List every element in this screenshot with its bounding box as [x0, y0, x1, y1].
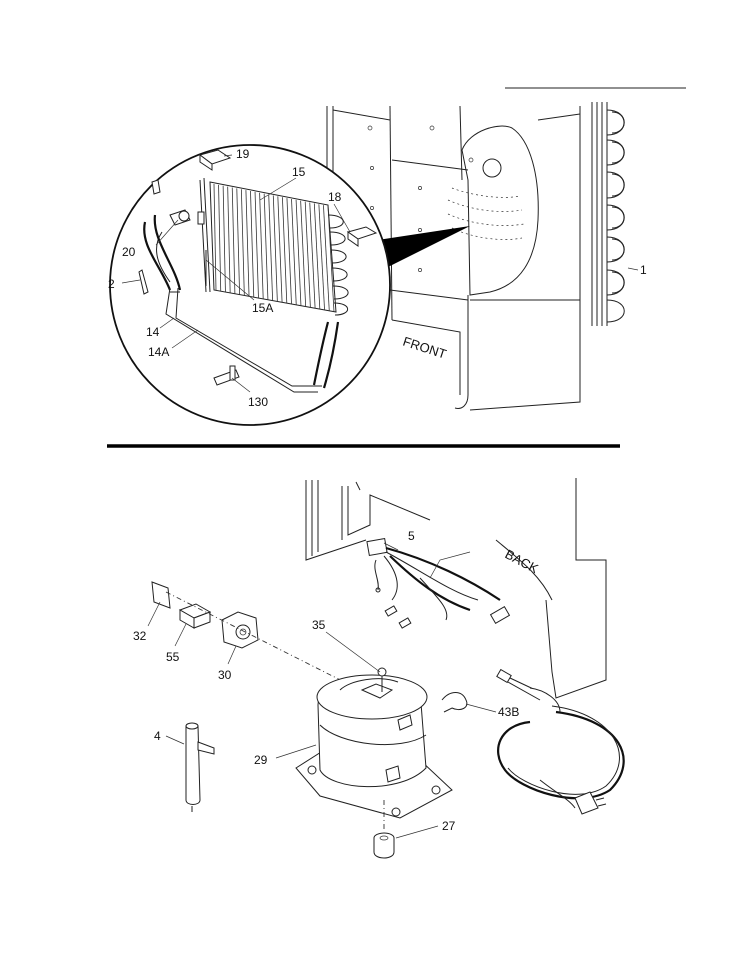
evaporator-fin — [304, 201, 311, 308]
evaporator-fin — [286, 198, 292, 305]
evaporator-fin — [327, 205, 335, 313]
part-55-relay — [178, 603, 212, 629]
front-label: FRONT — [401, 334, 448, 362]
callout-4: 4 — [154, 729, 161, 743]
callout-35: 35 — [312, 618, 326, 632]
back-label: BACK — [503, 546, 542, 576]
cabinet-back — [305, 478, 607, 699]
callout-2: 2 — [108, 277, 115, 291]
part-30-overload — [221, 611, 259, 649]
refrigerator-cabinet — [326, 105, 581, 411]
evaporator-fin — [282, 197, 288, 304]
evaporator-fin — [240, 189, 245, 296]
callout-18: 18 — [328, 190, 342, 204]
evaporator — [143, 177, 349, 389]
part-32-bracket — [151, 581, 171, 609]
callout-19: 19 — [236, 147, 250, 161]
evaporator-fin — [236, 188, 240, 295]
evaporator-fin — [222, 185, 226, 292]
evaporator-fin — [218, 184, 222, 291]
evaporator-fin — [231, 187, 236, 294]
callout-32: 32 — [133, 629, 147, 643]
part-43b-clamp — [441, 692, 468, 713]
evaporator-fin — [295, 199, 302, 306]
evaporator-fin — [272, 195, 278, 302]
callout-15: 15 — [292, 165, 306, 179]
callout-14a: 14A — [148, 345, 169, 359]
callout-43b: 43B — [498, 705, 519, 719]
leader-lines-bottom — [147, 542, 497, 839]
part-4-drier — [185, 722, 215, 812]
callout-55: 55 — [166, 650, 180, 664]
evaporator-fin — [254, 191, 259, 298]
callout-5: 5 — [408, 529, 415, 543]
bottom-section: 5 BACK 32 55 30 35 4 29 43B 27 — [133, 478, 625, 859]
evaporator-fin — [291, 198, 297, 305]
evaporator-fin — [213, 183, 217, 291]
evaporator-fin — [313, 203, 321, 310]
callout-14: 14 — [146, 325, 160, 339]
evaporator-fin — [268, 194, 274, 301]
power-cord — [496, 668, 625, 815]
callout-29: 29 — [254, 753, 268, 767]
callout-20: 20 — [122, 245, 136, 259]
condenser-coil — [591, 102, 639, 326]
top-section: 19 15 18 20 2 15A 14 14A 130 1 FRONT — [108, 87, 686, 426]
circle-small-parts — [138, 149, 378, 386]
evaporator-fin — [277, 196, 283, 303]
evaporator-fin — [323, 205, 330, 312]
callout-30: 30 — [218, 668, 232, 682]
part-29-compressor — [295, 667, 453, 819]
evaporator-fin — [227, 186, 231, 293]
evaporator-fin — [300, 200, 307, 307]
detail-pointer — [378, 226, 470, 270]
evaporator-fin — [318, 204, 325, 311]
evaporator-fin — [245, 190, 250, 297]
heater-loop — [165, 287, 322, 393]
leader-lines-top — [121, 154, 351, 393]
wiring-harness — [366, 537, 511, 629]
evaporator-fin — [250, 191, 255, 298]
callout-130: 130 — [248, 395, 268, 409]
callout-27: 27 — [442, 819, 456, 833]
evaporator-fin — [263, 193, 269, 300]
callout-15a: 15A — [252, 301, 273, 315]
part-27-grommet — [373, 800, 395, 859]
callout-1: 1 — [640, 263, 647, 277]
evaporator-fin — [259, 192, 264, 299]
evaporator-fin — [309, 202, 316, 309]
